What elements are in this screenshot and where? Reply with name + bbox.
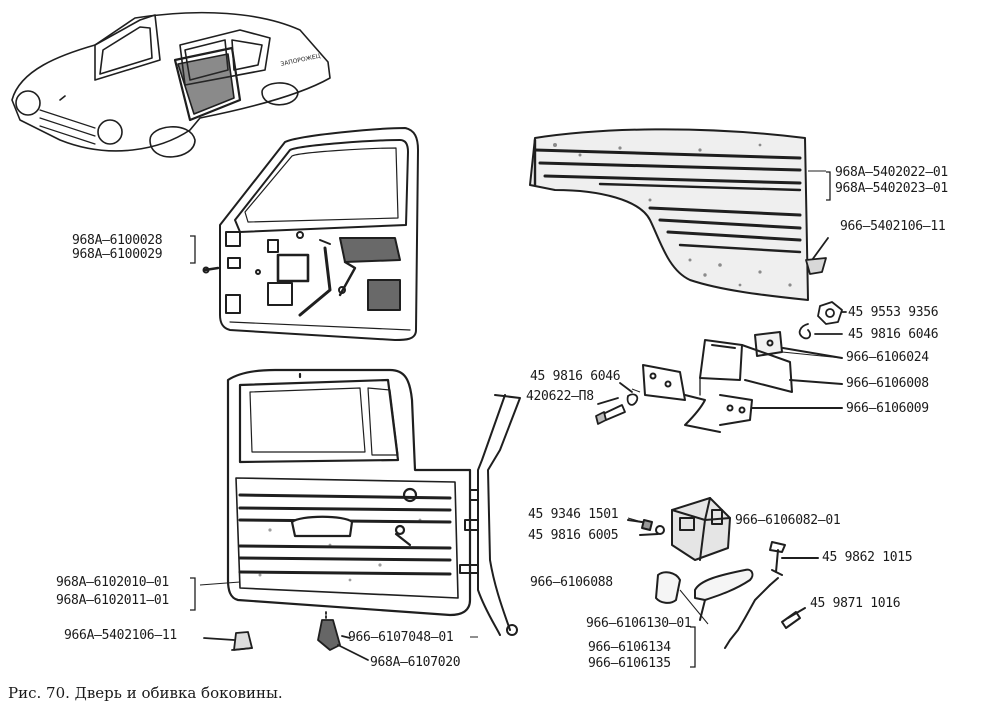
bracket-door-frame	[190, 235, 196, 264]
bolt-illustration	[595, 382, 639, 425]
label-trim-b: 968А–6102011–01	[56, 593, 169, 608]
hinge-illustration	[642, 331, 843, 433]
holder-illustration	[317, 611, 369, 661]
label-rod-a: 966–6106134	[588, 640, 671, 655]
body-pillar-illustration	[459, 394, 521, 636]
car-illustration: ЗАПОРОЖЕЦ	[11, 11, 331, 158]
bracket-trim	[190, 577, 196, 611]
label-bolt: 420622–П8	[526, 389, 594, 404]
label-panel-a: 968А–5402022–01	[835, 165, 948, 180]
label-hinge-lower: 966–6106009	[846, 401, 929, 416]
car-plate-text: ЗАПОРОЖЕЦ	[280, 53, 321, 68]
label-washer-lock: 45 9816 6005	[528, 528, 619, 543]
label-hinge-upper: 966–6106008	[846, 376, 929, 391]
label-rod-b: 966–6106135	[588, 656, 671, 671]
label-cotter: 45 9871 1016	[810, 596, 901, 611]
label-door-frame-a: 968А–6100028	[72, 233, 163, 248]
label-lever: 966–6106130–01	[586, 616, 692, 631]
label-washer-right: 45 9816 6046	[848, 327, 939, 342]
label-screw-lock: 45 9346 1501	[528, 507, 619, 522]
label-panel-b: 968А–5402023–01	[835, 181, 948, 196]
door-assembly-illustration	[226, 368, 472, 617]
label-trim-a: 968А–6102010–01	[56, 575, 169, 590]
label-washer-left: 45 9816 6046	[530, 369, 621, 384]
label-clip-lower: 966А–5402106–11	[64, 628, 177, 643]
clip-upper-illustration	[805, 237, 829, 275]
side-panel-illustration	[529, 128, 809, 301]
label-pad: 966–6106088	[530, 575, 613, 590]
label-nut: 45 9553 9356	[848, 305, 939, 320]
label-clip-upper: 966–5402106–11	[840, 219, 946, 234]
label-lock: 966–6106082–01	[735, 513, 841, 528]
label-holder: 968А–6107020	[370, 655, 461, 670]
label-pin: 45 9862 1015	[822, 550, 913, 565]
label-plate: 966–6106024	[846, 350, 929, 365]
lock-illustration	[627, 497, 819, 649]
figure-caption: Рис. 70. Дверь и обивка боковины.	[8, 684, 283, 702]
label-bracket: 966–6107048–01	[348, 630, 454, 645]
nut-washer-illustration	[798, 301, 847, 340]
label-door-frame-b: 968А–6100029	[72, 247, 163, 262]
clip-lower-illustration	[203, 631, 253, 651]
leader-lines	[199, 170, 843, 638]
door-frame-illustration	[202, 127, 419, 341]
bracket-rod	[690, 626, 696, 668]
bracket-panel	[826, 171, 831, 201]
